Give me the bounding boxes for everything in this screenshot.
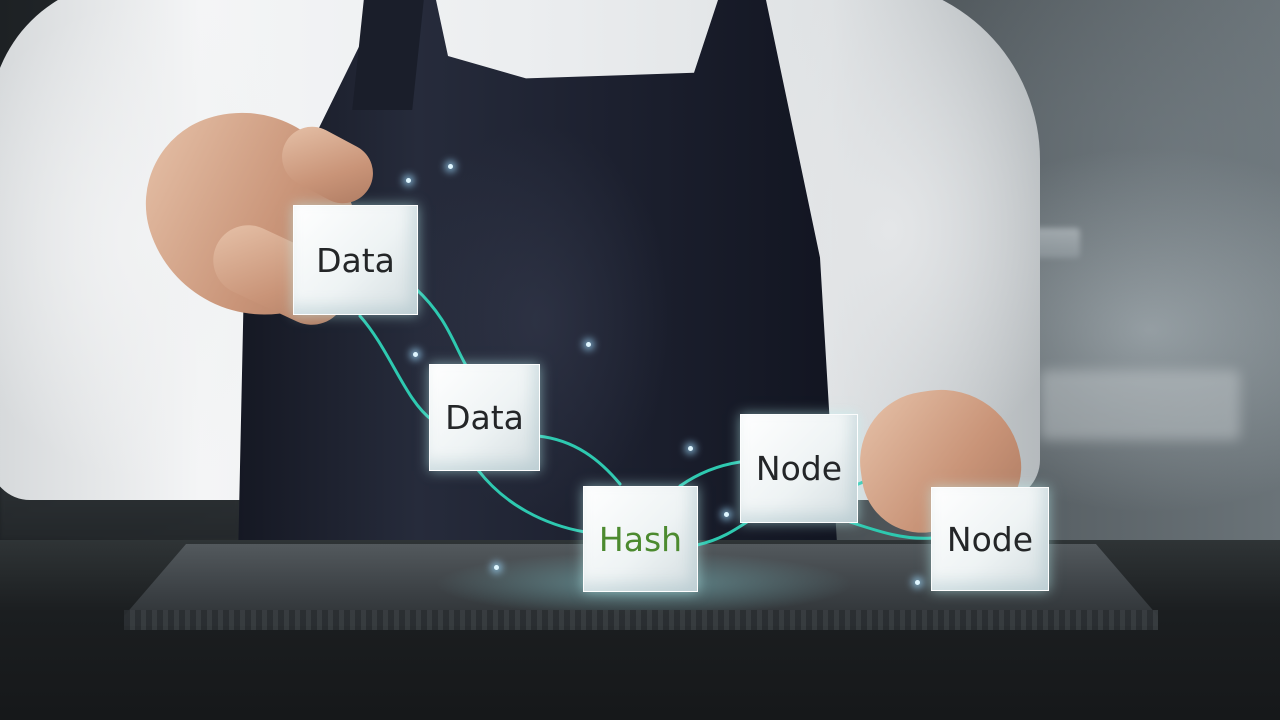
node-cube-lower: Node — [931, 487, 1049, 591]
connector-line — [536, 434, 622, 486]
sparkle — [724, 512, 729, 517]
sparkle — [448, 164, 453, 169]
connector-line — [476, 468, 587, 534]
sparkle — [494, 565, 499, 570]
node-cube-upper: Node — [740, 414, 858, 523]
sparkle — [688, 446, 693, 451]
connector-line — [413, 286, 472, 374]
slate-board-edge — [124, 610, 1158, 630]
hash-cube: Hash — [583, 486, 698, 592]
sparkle — [915, 580, 920, 585]
data-cube-held: Data — [293, 205, 418, 315]
data-cube-middle: Data — [429, 364, 540, 471]
kitchen-appliance — [1040, 370, 1240, 440]
sparkle — [413, 352, 418, 357]
connector-line — [358, 314, 434, 422]
connector-line — [848, 520, 934, 540]
sparkle — [586, 342, 591, 347]
connector-line — [695, 518, 752, 547]
sparkle — [406, 178, 411, 183]
connector-line — [678, 460, 742, 488]
